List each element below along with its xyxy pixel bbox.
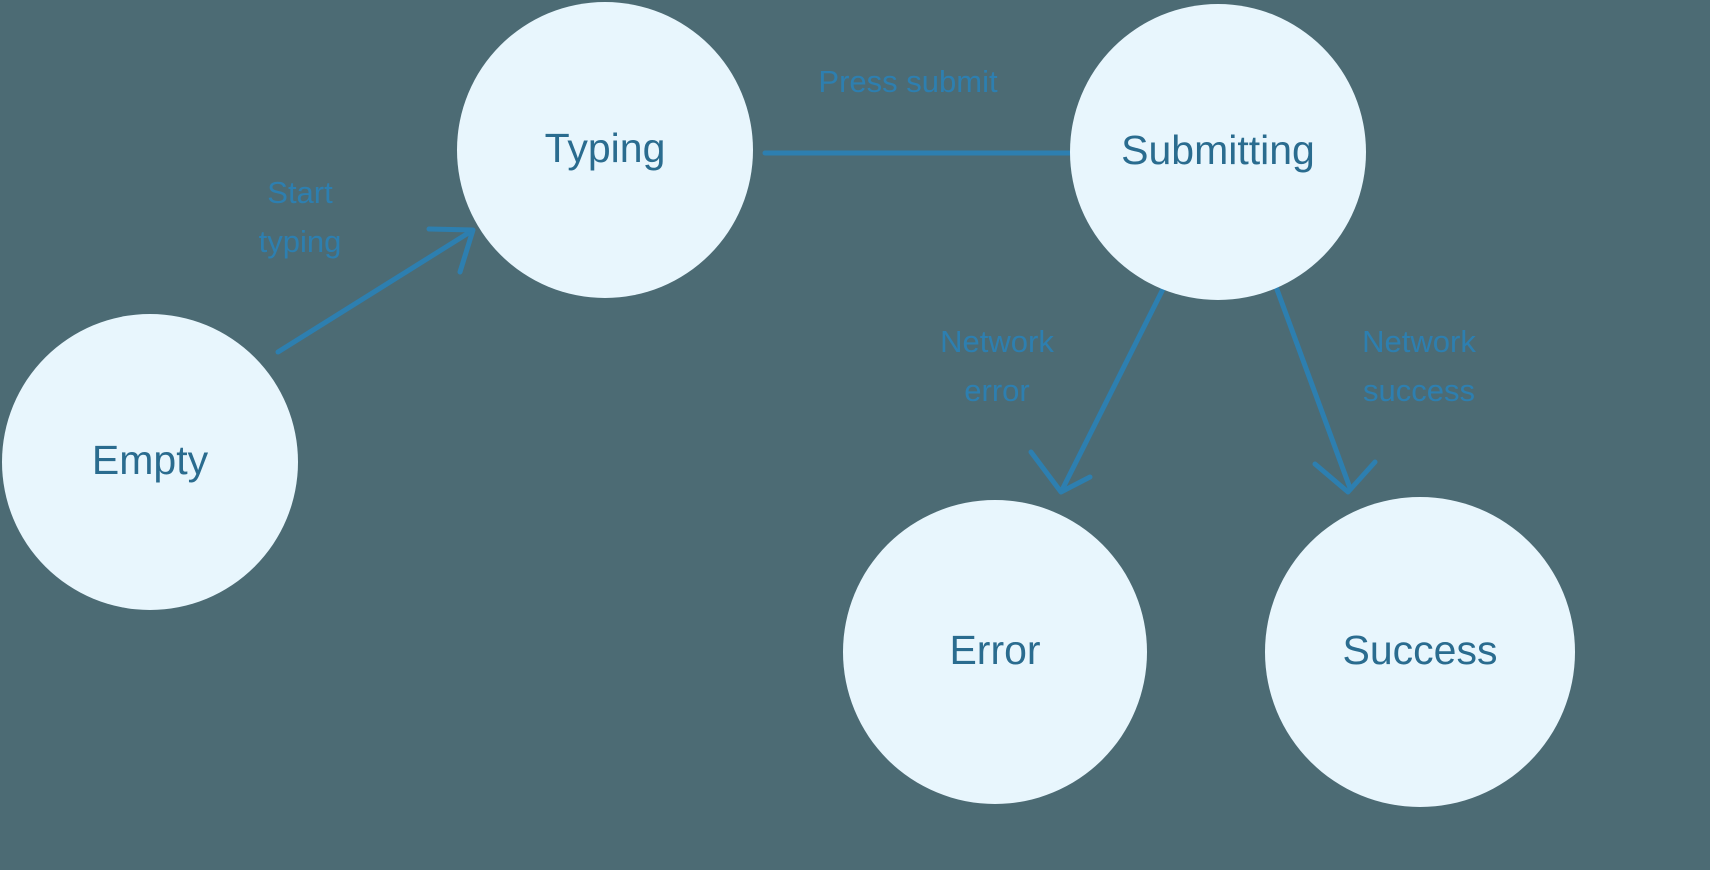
edge-line-submitting-to-error: [1060, 286, 1166, 491]
state-node-submitting-circle[interactable]: [1070, 4, 1366, 300]
state-node-empty[interactable]: Empty: [2, 314, 298, 610]
state-node-submitting[interactable]: Submitting: [1070, 4, 1366, 300]
state-node-empty-label: Empty: [92, 437, 209, 483]
state-node-error-label: Error: [949, 627, 1040, 673]
state-node-empty-circle[interactable]: [2, 314, 298, 610]
edge-label-submitting-to-success-line-1: Network: [1362, 324, 1476, 359]
edge-empty-to-typing: [275, 226, 476, 355]
edge-label-submitting-to-error-line-2: error: [964, 373, 1029, 408]
edge-label-submitting-to-error: Network error: [940, 324, 1054, 408]
arrowhead-submitting-to-error: [1028, 449, 1093, 495]
arrowhead-empty-to-typing: [426, 226, 476, 275]
state-node-typing-circle[interactable]: [457, 2, 753, 298]
edge-line-submitting-to-success: [1272, 281, 1353, 491]
state-node-error-circle[interactable]: [843, 500, 1147, 804]
edge-label-empty-to-typing: Start typing: [259, 175, 342, 259]
state-node-typing[interactable]: Typing: [457, 2, 753, 298]
state-node-success-circle[interactable]: [1265, 497, 1575, 807]
edge-label-typing-to-submitting: Press submit: [818, 64, 998, 99]
edge-label-submitting-to-success: Network success: [1362, 324, 1476, 408]
edge-submitting-to-success: [1272, 281, 1378, 495]
state-node-error[interactable]: Error: [843, 500, 1147, 804]
edge-label-submitting-to-success-line-2: success: [1363, 373, 1475, 408]
edge-line-empty-to-typing: [275, 229, 473, 355]
state-node-typing-label: Typing: [545, 125, 666, 171]
edge-label-typing-to-submitting-line-1: Press submit: [818, 64, 998, 99]
edge-label-empty-to-typing-line-2: typing: [259, 224, 342, 259]
edge-submitting-to-error: [1028, 286, 1166, 495]
state-node-submitting-label: Submitting: [1121, 127, 1315, 173]
state-node-success[interactable]: Success: [1265, 497, 1575, 807]
arrowhead-submitting-to-success: [1312, 459, 1378, 495]
edge-label-submitting-to-error-line-1: Network: [940, 324, 1054, 359]
state-node-success-label: Success: [1343, 627, 1498, 673]
edge-label-empty-to-typing-line-1: Start: [267, 175, 333, 210]
